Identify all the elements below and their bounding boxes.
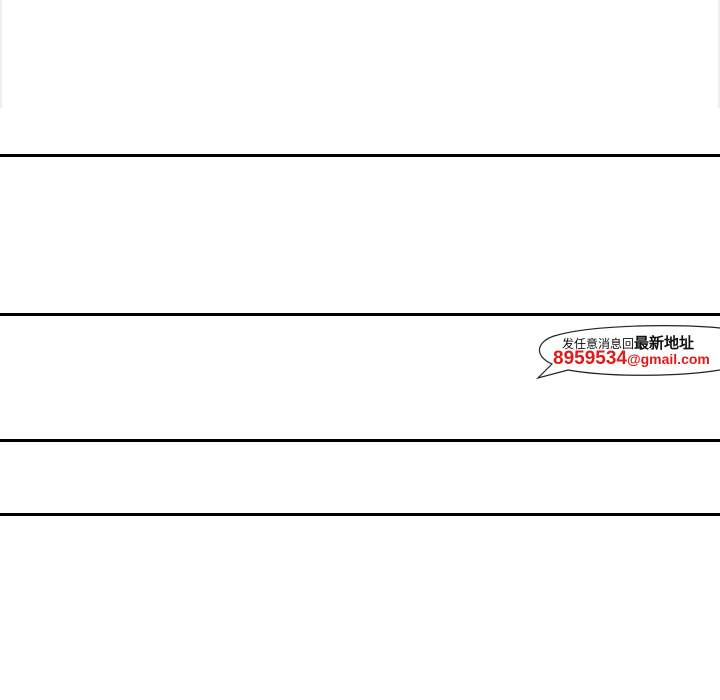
panel-divider-1: [0, 154, 720, 157]
watermark-number: 8959534: [553, 348, 627, 369]
watermark-email-domain: @gmail.com: [626, 351, 710, 367]
panel-divider-3: [0, 439, 720, 442]
watermark-line-2: 8959534@gmail.com: [553, 348, 710, 370]
panel-divider-4: [0, 513, 720, 516]
watermark-instruction: 发任意消息回: [562, 337, 635, 351]
watermark-speech-bubble: 发任意消息回最新地址 8959534@gmail.com: [534, 322, 720, 382]
top-panel: [0, 0, 720, 108]
watermark-headline: 最新地址: [634, 334, 695, 352]
watermark-line-1: 发任意消息回最新地址: [562, 332, 694, 353]
panel-divider-2: [0, 313, 720, 316]
speech-bubble-icon: [535, 325, 720, 380]
